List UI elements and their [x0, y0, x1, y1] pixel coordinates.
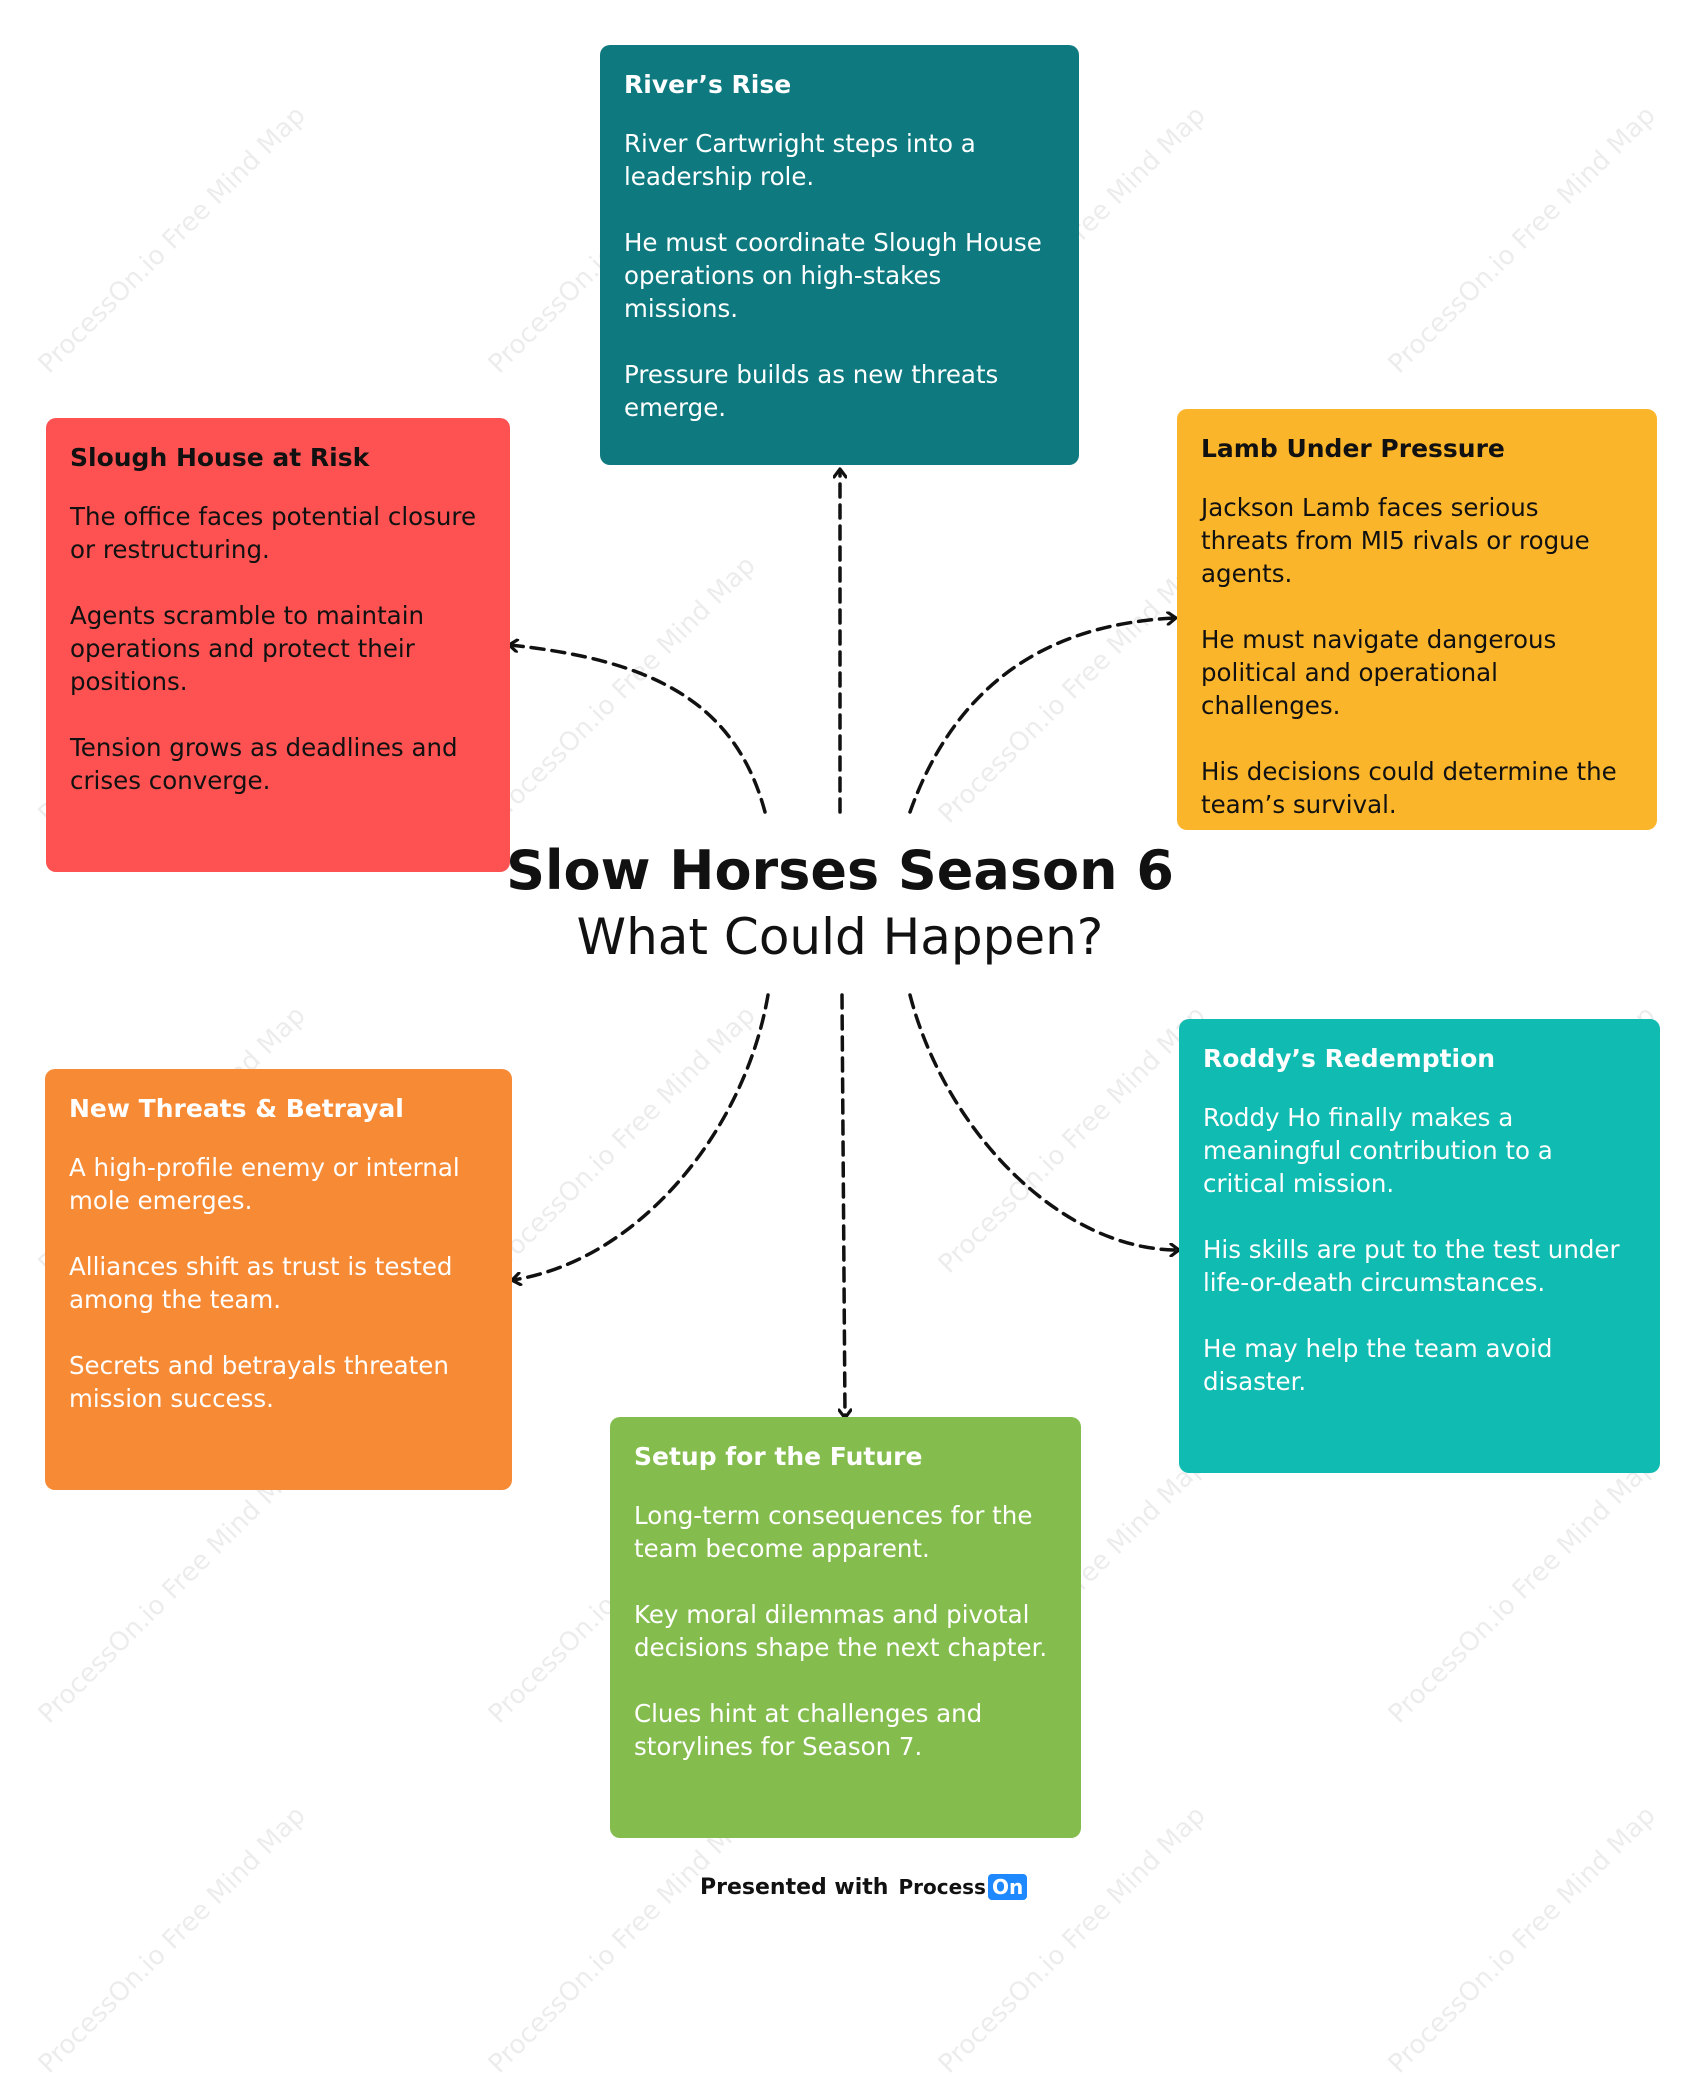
processon-logo[interactable]: Process On	[898, 1874, 1028, 1900]
brand-process-text: Process	[898, 1875, 986, 1899]
node-point: Agents scramble to maintain operations a…	[70, 601, 425, 696]
node-title: New Threats & Betrayal	[69, 1094, 404, 1123]
node-title: Lamb Under Pressure	[1201, 434, 1505, 463]
node-new-threats-betrayal: New Threats & Betrayal A high-profile en…	[45, 1069, 512, 1490]
node-point: Pressure builds as new threats emerge.	[624, 360, 999, 422]
node-point: Roddy Ho finally makes a meaningful cont…	[1203, 1103, 1553, 1198]
node-setup-for-the-future: Setup for the Future Long-term consequen…	[610, 1417, 1081, 1838]
presented-with-label: Presented with	[700, 1874, 889, 1900]
node-title: Roddy’s Redemption	[1203, 1044, 1496, 1073]
node-point: A high-profile enemy or internal mole em…	[69, 1153, 460, 1215]
node-point: Jackson Lamb faces serious threats from …	[1201, 493, 1590, 588]
node-title: Setup for the Future	[634, 1442, 923, 1471]
node-title: Slough House at Risk	[70, 443, 370, 472]
node-point: Secrets and betrayals threaten mission s…	[69, 1351, 449, 1413]
connector-setup-for-the-future	[842, 993, 845, 1417]
connector-lamb-under-pressure	[908, 618, 1175, 814]
node-point: He may help the team avoid disaster.	[1203, 1334, 1553, 1396]
node-title: River’s Rise	[624, 70, 792, 99]
node-point: He must coordinate Slough House operatio…	[624, 228, 1042, 323]
node-rivers-rise: River’s Rise River Cartwright steps into…	[600, 45, 1079, 465]
node-lamb-under-pressure: Lamb Under Pressure Jackson Lamb faces s…	[1177, 409, 1657, 830]
node-point: He must navigate dangerous political and…	[1201, 625, 1557, 720]
node-point: Long-term consequences for the team beco…	[634, 1501, 1033, 1563]
central-topic-subtitle: What Could Happen?	[576, 908, 1104, 966]
node-point: Tension grows as deadlines and crises co…	[70, 733, 458, 795]
central-topic-title: Slow Horses Season 6	[506, 839, 1174, 902]
node-point: His decisions could determine the team’s…	[1201, 757, 1617, 819]
connector-roddys-redemption	[908, 993, 1178, 1250]
node-point: The office faces potential closure or re…	[70, 502, 477, 564]
node-slough-house-at-risk: Slough House at Risk The office faces po…	[46, 418, 510, 872]
node-point: River Cartwright steps into a leadership…	[624, 129, 976, 191]
central-topic: Slow Horses Season 6 What Could Happen?	[430, 838, 1250, 970]
node-roddys-redemption: Roddy’s Redemption Roddy Ho finally make…	[1179, 1019, 1660, 1473]
brand-on-badge: On	[987, 1874, 1028, 1900]
connector-new-threats-betrayal	[513, 993, 770, 1280]
connector-layer	[0, 0, 1700, 1974]
node-point: His skills are put to the test under lif…	[1203, 1235, 1620, 1297]
footer-credit: Presented with Process On	[700, 1870, 1028, 1904]
node-point: Alliances shift as trust is tested among…	[69, 1252, 453, 1314]
node-point: Key moral dilemmas and pivotal decisions…	[634, 1600, 1048, 1662]
node-point: Clues hint at challenges and storylines …	[634, 1699, 983, 1761]
connector-slough-house-at-risk	[510, 645, 767, 814]
